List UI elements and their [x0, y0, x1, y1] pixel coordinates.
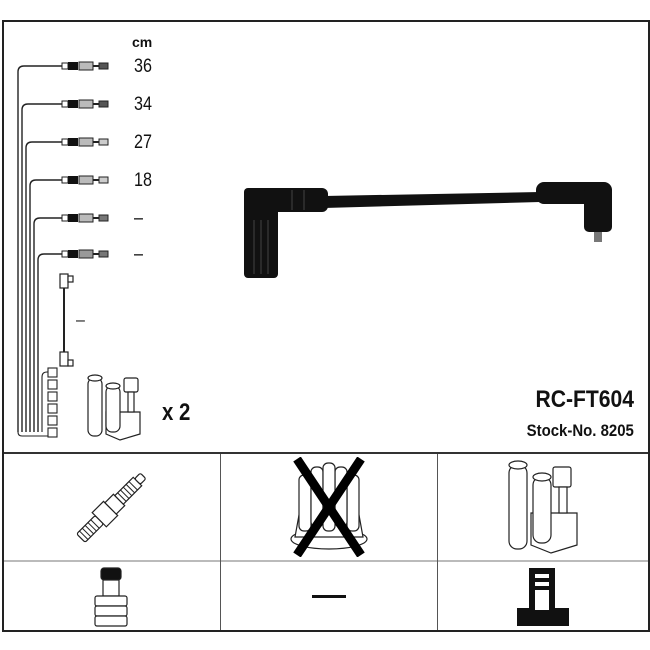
not-applicable-dash — [312, 594, 346, 598]
vertical-cable-length: – — [76, 312, 85, 329]
cable-length-1: 36 — [134, 56, 152, 77]
product-diagram-frame: cm — [2, 20, 650, 632]
coil-terminal-icon — [517, 568, 569, 626]
cable-length-6: – — [134, 244, 143, 265]
spark-plug-cell — [4, 454, 220, 560]
ignition-lead-icon — [244, 182, 612, 278]
part-number: RC-FT604 — [535, 386, 634, 413]
coil-quantity: x 2 — [162, 399, 191, 426]
grid-row-divider — [4, 560, 648, 562]
stock-number: Stock-No. 8205 — [526, 421, 634, 440]
cable-length-5: – — [134, 208, 143, 229]
cable-bundle-icon — [17, 61, 109, 438]
distributor-cap-cell — [221, 454, 437, 560]
grid-col-divider-2 — [437, 454, 438, 630]
grid-col-divider-1 — [220, 454, 221, 630]
cable-length-3: 27 — [134, 132, 152, 153]
cable-set-panel: cm — [4, 22, 648, 452]
no-distributor-terminal-cell — [221, 562, 437, 630]
ignition-coil-small-icon — [87, 374, 141, 441]
plug-terminal-icon — [94, 567, 128, 627]
cable-length-4: 18 — [134, 170, 152, 191]
distributor-cap-icon — [290, 457, 368, 557]
ignition-coil-cell — [438, 454, 648, 560]
ignition-coil-icon — [508, 460, 578, 554]
unit-label: cm — [132, 34, 153, 50]
excluded-cross-icon — [293, 457, 365, 557]
panel-divider — [4, 452, 648, 454]
spark-plug-icon — [76, 473, 146, 543]
plug-terminal-cell — [4, 562, 220, 630]
cable-length-2: 34 — [134, 94, 152, 115]
coil-terminal-cell — [438, 562, 648, 630]
